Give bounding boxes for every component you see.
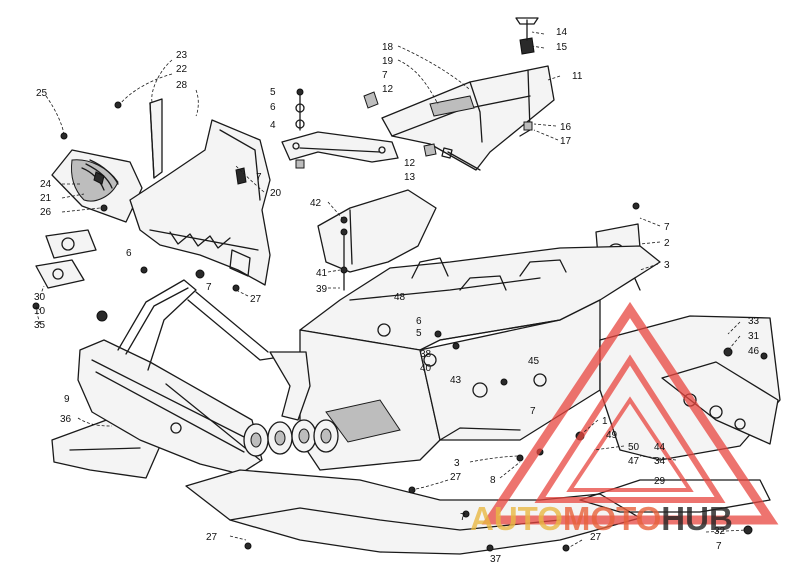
callout-31: 31: [748, 331, 760, 342]
callout-19: 19: [382, 56, 394, 67]
windshield-strip-part: [149, 98, 163, 179]
callout-27: 27: [590, 532, 602, 543]
callout-27: 27: [206, 532, 218, 543]
callout-6: 6: [416, 316, 422, 327]
callout-7: 7: [460, 512, 466, 523]
callout-28: 28: [176, 80, 188, 91]
callout-30: 30: [34, 292, 46, 303]
callout-27: 27: [250, 294, 262, 305]
callout-21: 21: [40, 193, 52, 204]
callout-7: 7: [716, 541, 722, 552]
callout-24: 24: [40, 179, 52, 190]
callout-33: 33: [748, 316, 760, 327]
callout-40: 40: [420, 363, 432, 374]
callout-47: 47: [628, 456, 640, 467]
callout-39: 39: [316, 284, 328, 295]
callout-12: 12: [404, 158, 416, 169]
watermark-triangle: [481, 301, 779, 525]
callout-5: 5: [270, 87, 276, 98]
callout-5: 5: [416, 328, 422, 339]
callout-42: 42: [310, 198, 322, 209]
callout-25: 25: [36, 88, 48, 99]
callout-26: 26: [40, 207, 52, 218]
callout-50: 50: [628, 442, 640, 453]
callout-16: 16: [560, 122, 572, 133]
callout-49: 49: [606, 430, 618, 441]
hoop-frame-part: [117, 279, 311, 461]
watermark-text: AUTOMOTOHUB: [470, 500, 733, 537]
brackets-30-part: [35, 229, 97, 289]
callout-32: 32: [714, 526, 726, 537]
air-silencer-part: [51, 149, 143, 223]
side-console-part: [129, 119, 271, 286]
callout-22: 22: [176, 64, 188, 75]
callout-43: 43: [450, 375, 462, 386]
callout-15: 15: [556, 42, 568, 53]
callout-3: 3: [664, 260, 670, 271]
callout-41: 41: [316, 268, 328, 279]
watermark-logo: [481, 301, 779, 525]
callout-29: 29: [654, 476, 666, 487]
main-chassis-part: [299, 245, 661, 471]
callout-17: 17: [560, 136, 572, 147]
callout-8: 8: [490, 475, 496, 486]
callout-46: 46: [748, 346, 760, 357]
callout-23: 23: [176, 50, 188, 61]
callout-34: 34: [654, 456, 666, 467]
callout-7: 7: [256, 172, 262, 183]
watermark-hub: HUB: [661, 500, 733, 537]
callout-9: 9: [64, 394, 70, 405]
callout-20: 20: [270, 188, 282, 199]
callout-7: 7: [664, 222, 670, 233]
callout-3: 3: [454, 458, 460, 469]
callout-7: 7: [530, 406, 536, 417]
roller-assembly-part: [243, 419, 339, 457]
callout-7: 7: [382, 70, 388, 81]
bolt-13-part: [363, 91, 481, 171]
callout-6: 6: [126, 248, 132, 259]
callout-6: 6: [270, 102, 276, 113]
callout-4: 4: [270, 120, 276, 131]
watermark-auto: AUTO: [470, 500, 563, 537]
callout-13: 13: [404, 172, 416, 183]
callout-14: 14: [556, 27, 568, 38]
callout-18: 18: [382, 42, 394, 53]
leader-lines: [35, 31, 747, 549]
callout-27: 27: [450, 472, 462, 483]
callout-2: 2: [664, 238, 670, 249]
callout-7: 7: [206, 282, 212, 293]
callout-12: 12: [382, 84, 394, 95]
callout-37: 37: [490, 554, 502, 565]
bracket-42-part: [317, 189, 437, 291]
seat-base-part: [381, 17, 555, 171]
callout-45: 45: [528, 356, 540, 367]
callout-36: 36: [60, 414, 72, 425]
watermark-moto: MOTO: [563, 500, 661, 537]
callout-44: 44: [654, 442, 666, 453]
callout-35: 35: [34, 320, 46, 331]
callout-10: 10: [34, 306, 46, 317]
steering-support-part: [281, 88, 399, 169]
callout-11: 11: [572, 71, 583, 82]
callout-38: 38: [420, 349, 432, 360]
front-frame-part: [77, 339, 263, 475]
callout-48: 48: [394, 292, 406, 303]
callout-1: 1: [602, 416, 608, 427]
